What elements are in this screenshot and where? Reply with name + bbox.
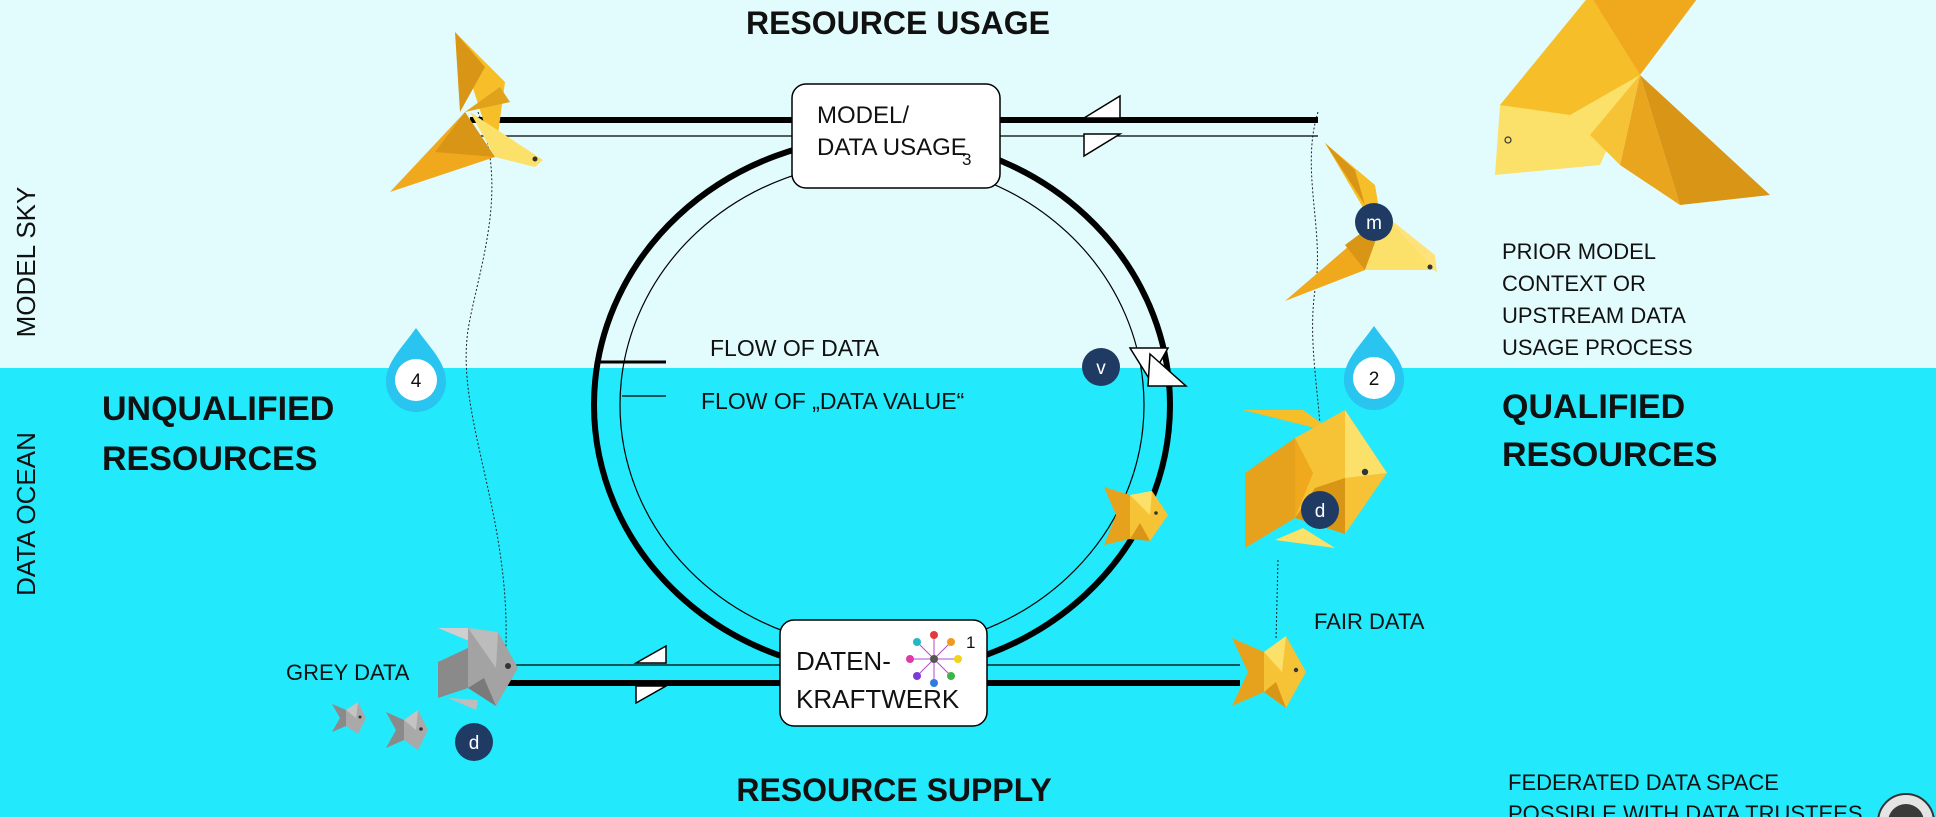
badge-d-grey: d: [455, 723, 493, 761]
datenkraftwerk-box: DATEN- KRAFTWERK 1: [779, 619, 988, 727]
label-data-ocean: DATA OCEAN: [11, 432, 41, 596]
drop-number-4: 4: [411, 371, 422, 392]
grey-fish-large-icon: [438, 628, 518, 710]
arrow-left-icon: [1081, 94, 1121, 119]
kraftwerk-number: 1: [966, 633, 975, 652]
label-model-sky: MODEL SKY: [11, 187, 41, 338]
label-fair-data: FAIR DATA: [1314, 609, 1425, 634]
label-qualified-line-1: QUALIFIED: [1502, 388, 1685, 426]
badge-d-fish: d: [1301, 491, 1339, 529]
arrow-up-icon: [1147, 352, 1188, 387]
arrow-right-icon: [635, 685, 669, 705]
legend-flow-of-data-value: FLOW OF „DATA VALUE“: [701, 388, 964, 414]
model-usage-number: 3: [962, 150, 971, 169]
grey-fish-small-icon: [386, 710, 428, 750]
origami-bird-left-icon: [390, 32, 543, 192]
badge-d-grey-label: d: [469, 733, 480, 754]
badge-v: v: [1082, 348, 1120, 386]
origami-fish-large-icon: [1243, 410, 1387, 548]
model-usage-line-2: DATA USAGE: [817, 134, 967, 161]
kraftwerk-line-2: KRAFTWERK: [796, 684, 960, 714]
arrow-right-icon: [1083, 133, 1123, 158]
colorful-node-logo-icon: [906, 631, 962, 687]
label-qualified-line-2: RESOURCES: [1502, 436, 1717, 474]
label-prior-line-3: UPSTREAM DATA: [1502, 303, 1686, 328]
heading-resource-usage: RESOURCE USAGE: [746, 5, 1050, 41]
drop-number-2: 2: [1369, 369, 1380, 390]
label-unqualified-line-1: UNQUALIFIED: [102, 390, 334, 428]
arrow-left-icon: [633, 644, 667, 664]
model-data-usage-box: MODEL/ DATA USAGE 3: [791, 83, 1001, 189]
data-ocean-background: [0, 368, 1936, 817]
badge-m: m: [1355, 203, 1393, 241]
legend-flow-of-data: FLOW OF DATA: [710, 335, 880, 361]
label-prior-line-1: PRIOR MODEL: [1502, 239, 1656, 264]
grey-fish-small-icon: [332, 702, 366, 734]
label-federated-line-2: POSSIBLE WITH DATA TRUSTEES: [1508, 801, 1863, 817]
model-usage-line-1: MODEL/: [817, 102, 909, 129]
badge-m-label: m: [1366, 213, 1382, 234]
heading-resource-supply: RESOURCE SUPPLY: [736, 772, 1051, 808]
arrows-right-ring: [1128, 347, 1188, 387]
arrows-bottom: [633, 644, 669, 705]
water-drop-4: 4: [386, 328, 446, 412]
label-federated-line-1: FEDERATED DATA SPACE: [1508, 770, 1779, 795]
label-unqualified-line-2: RESOURCES: [102, 440, 317, 478]
label-prior-line-2: CONTEXT OR: [1502, 271, 1646, 296]
dotted-connector-fish: [1275, 559, 1279, 641]
label-grey-data: GREY DATA: [286, 660, 410, 685]
water-drop-2: 2: [1344, 326, 1404, 410]
dotted-connector-left: [465, 111, 507, 666]
origami-fish-ring-icon: [1104, 487, 1168, 545]
arrows-top: [1081, 94, 1123, 158]
origami-bird-large-icon: [1495, 0, 1770, 205]
origami-fish-fair-icon: [1232, 636, 1306, 708]
kraftwerk-line-1: DATEN-: [796, 646, 891, 676]
globe-icon: [1877, 793, 1935, 817]
badge-v-label: v: [1096, 358, 1106, 379]
badge-d-fish-label: d: [1315, 501, 1326, 522]
label-prior-line-4: USAGE PROCESS: [1502, 335, 1693, 360]
